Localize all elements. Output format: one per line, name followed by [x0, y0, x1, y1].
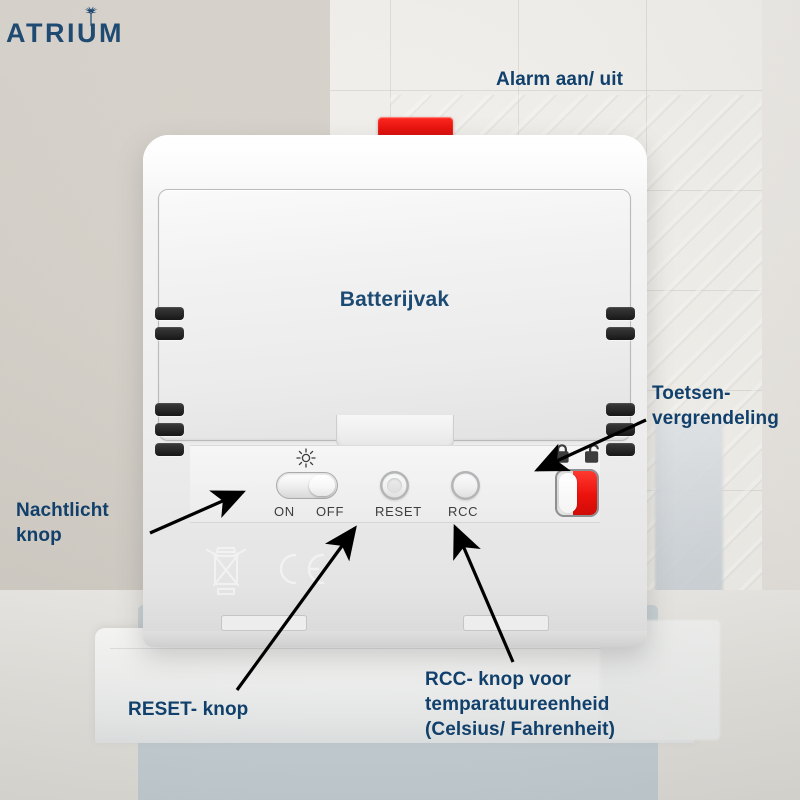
stand-recess-left: [221, 615, 307, 631]
ce-marking-icon: [279, 553, 325, 585]
battery-door-latch[interactable]: [336, 415, 454, 449]
annotation-nightlight: Nachtlicht knop: [16, 500, 109, 546]
annotation-reset: RESET- knop: [128, 699, 249, 720]
alarm-on-off-button[interactable]: [378, 117, 453, 139]
vent-slot: [606, 307, 635, 320]
speaker-vents-left-bottom: [155, 403, 184, 463]
housing-highlight: [143, 135, 647, 195]
rcc-button-label: RCC: [448, 504, 479, 519]
palm-fountain-icon: [84, 6, 98, 26]
brand-name: ATRIUM: [6, 18, 124, 48]
nightlight-switch-knob[interactable]: [309, 475, 335, 496]
vent-slot: [155, 307, 184, 320]
sun-icon: [296, 448, 316, 468]
rcc-button[interactable]: [451, 471, 480, 500]
annotation-rcc: RCC- knop voor temparatuureenheid (Celsi…: [425, 669, 616, 740]
battery-compartment-door[interactable]: Batterijvak: [158, 189, 631, 441]
lock-closed-icon: [555, 444, 569, 463]
lock-icons-group: [555, 444, 599, 463]
battery-compartment-label: Batterijvak: [339, 288, 450, 311]
vent-slot: [606, 423, 635, 436]
key-lock-switch[interactable]: [555, 469, 599, 517]
annotation-alarm: Alarm aan/ uit: [496, 69, 624, 90]
vent-slot: [155, 443, 184, 456]
vent-slot: [606, 327, 635, 340]
lock-open-icon: [585, 444, 599, 463]
speaker-vents-right-bottom: [606, 403, 635, 463]
background-mattress-fold: [110, 648, 685, 649]
nightlight-slide-switch[interactable]: [276, 472, 338, 499]
lock-switch-slider[interactable]: [559, 473, 577, 513]
clock-rear-housing: Batterijvak: [143, 135, 647, 647]
stand-recess-right: [463, 615, 549, 631]
lock-switch-red-indicator: [573, 471, 597, 515]
brand-logo: ATRIUM: [6, 6, 186, 52]
reset-button[interactable]: [380, 471, 409, 500]
reset-button-inner: [387, 478, 402, 493]
speaker-vents-left-top: [155, 307, 184, 347]
background-mattress: [95, 628, 695, 743]
vent-slot: [155, 423, 184, 436]
control-panel: ON OFF RESET RCC: [190, 444, 600, 523]
vent-slot: [155, 403, 184, 416]
reset-button-label: RESET: [375, 504, 422, 519]
nightlight-off-label: OFF: [316, 504, 345, 519]
speaker-vents-right-top: [606, 307, 635, 347]
nightlight-on-label: ON: [274, 504, 295, 519]
annotation-key-lock: Toetsen- vergrendeling: [652, 383, 779, 429]
weee-crossed-bin-icon: [206, 547, 246, 595]
vent-slot: [606, 403, 635, 416]
vent-slot: [606, 443, 635, 456]
housing-bottom-edge: [143, 631, 647, 647]
vent-slot: [155, 327, 184, 340]
